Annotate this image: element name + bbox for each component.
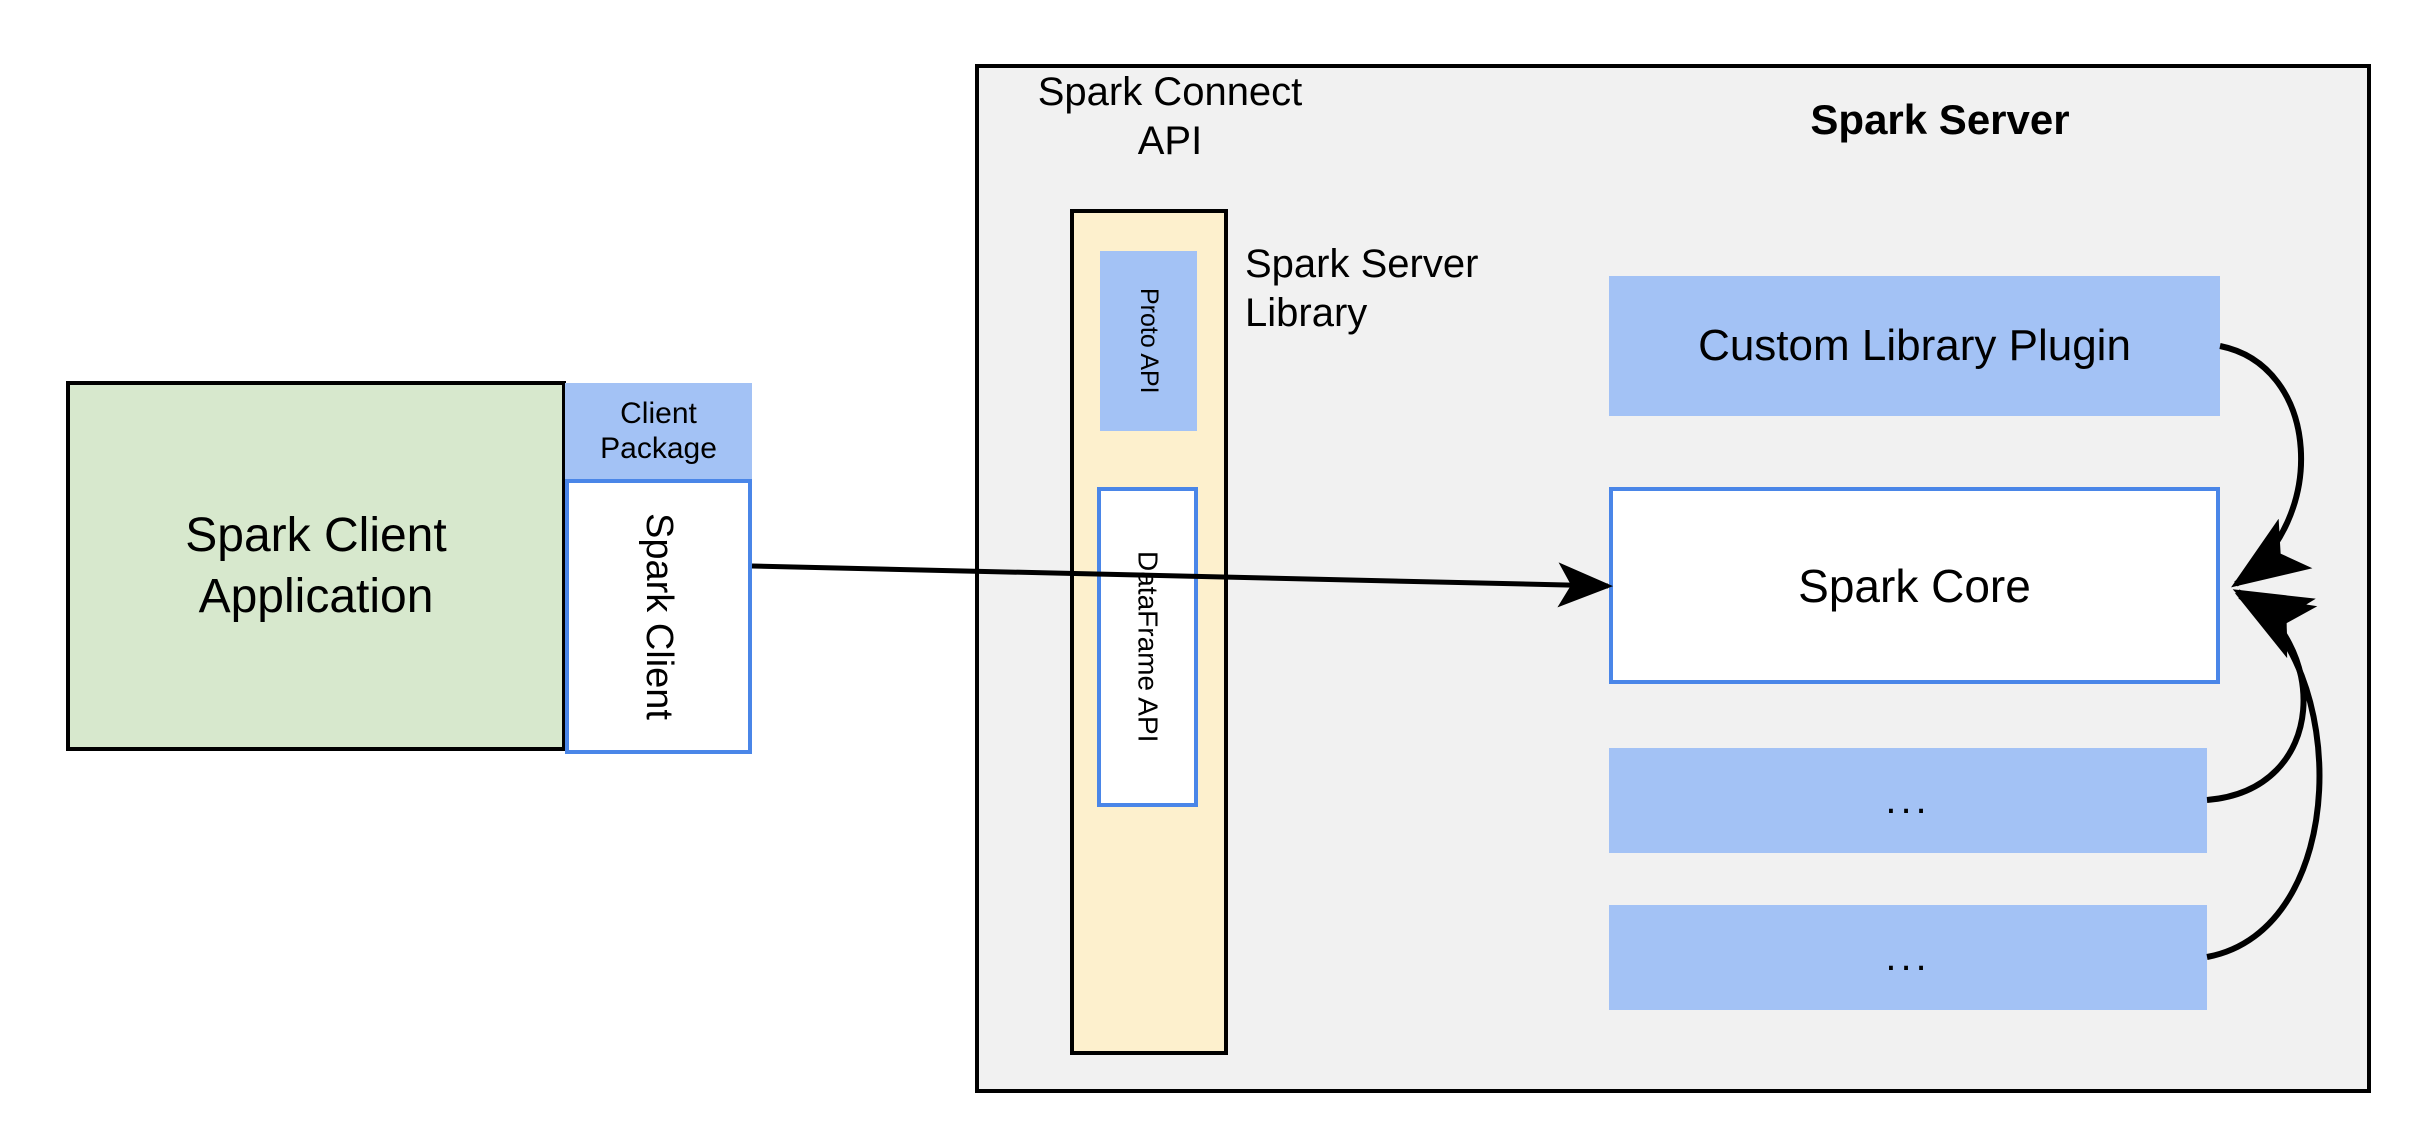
spark-connect-api-label: Spark Connect API [1020,68,1320,164]
dataframe-api-box[interactable]: DataFrame API [1097,487,1198,807]
ellipsis-box-2[interactable]: ... [1609,905,2207,1010]
spark-server-library-line2: Library [1245,290,1368,335]
spark-server-title: Spark Server [1810,96,2070,143]
client-package-line2: Package [600,432,717,465]
ellipsis-box-1[interactable]: ... [1609,748,2207,853]
spark-client-label: Spark Client [638,513,680,720]
client-package-line1: Client [620,396,697,430]
client-package-box[interactable]: Client Package [565,383,752,479]
spark-server-library-label: Spark Server Library [1245,240,1575,336]
spark-client-application-box[interactable]: Spark Client Application [66,381,566,751]
spark-connect-api-line2: API [1137,118,1203,163]
proto-api-label: Proto API [1135,288,1163,394]
spark-server-library-line1: Spark Server [1245,242,1479,286]
spark-connect-api-line1: Spark Connect [1037,70,1303,114]
spark-client-box[interactable]: Spark Client [565,479,752,754]
spark-client-application-line2: Application [198,570,434,623]
dataframe-api-label: DataFrame API [1132,551,1164,743]
proto-api-box[interactable]: Proto API [1100,251,1197,431]
spark-client-application-line1: Spark Client [185,508,447,562]
spark-core-box[interactable]: Spark Core [1609,487,2220,684]
custom-library-plugin-box[interactable]: Custom Library Plugin [1609,276,2220,416]
